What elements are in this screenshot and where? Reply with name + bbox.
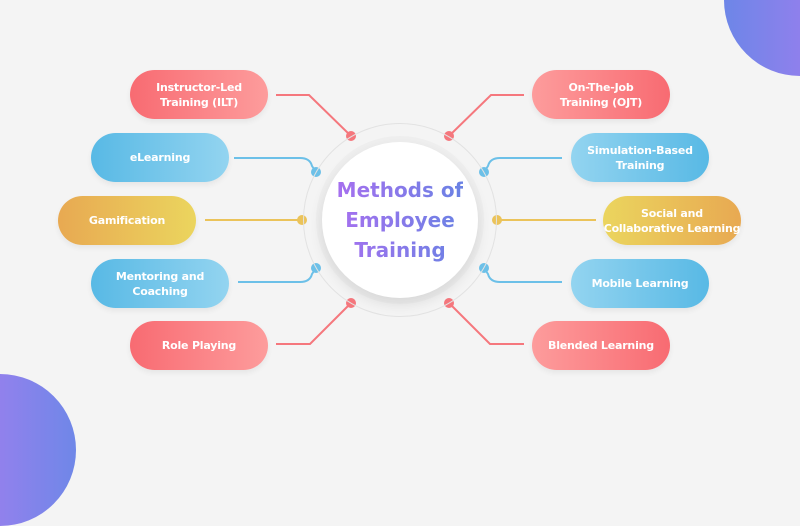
connector-elearning [234, 157, 317, 173]
method-gamification: Gamification [58, 196, 196, 245]
method-label: Simulation-Based [587, 143, 693, 157]
connector-mobile [483, 267, 562, 283]
method-label: Training (ILT) [159, 95, 239, 109]
connector-simulation [483, 157, 562, 173]
method-mobile-learning: Mobile Learning [571, 259, 709, 308]
diagram-title: Methods of Employee Training [337, 175, 464, 265]
method-label: Blended Learning [548, 339, 654, 352]
method-label: Gamification [88, 214, 166, 227]
connector-ilt [276, 94, 352, 137]
method-elearning: eLearning [91, 133, 229, 182]
method-blended-learning: Blended Learning [532, 321, 670, 370]
connector-ojt [448, 94, 524, 137]
method-label: Instructor-Led [156, 80, 242, 94]
title-line-3: Training [354, 238, 446, 262]
method-role-playing: Role Playing [130, 321, 268, 370]
connector-mentoring [238, 267, 317, 283]
title-line-1: Methods of [336, 178, 464, 202]
method-label: Mentoring and [115, 269, 205, 283]
method-label: Coaching [132, 284, 188, 298]
title-line-2: Employee [345, 208, 455, 232]
method-label: Mobile Learning [591, 277, 689, 290]
connector-role-playing [276, 302, 352, 345]
method-label: Training (OJT) [559, 95, 643, 109]
method-label: Social and [641, 206, 703, 220]
hub-ring [303, 123, 497, 317]
method-label: Role Playing [161, 339, 237, 352]
method-label: Collaborative Learning [603, 221, 741, 235]
central-hub: Methods of Employee Training [322, 142, 478, 298]
method-label: Training [615, 158, 665, 172]
method-label: On-The-Job [568, 80, 634, 94]
method-label: eLearning [129, 151, 191, 164]
connector-blended [448, 302, 524, 345]
